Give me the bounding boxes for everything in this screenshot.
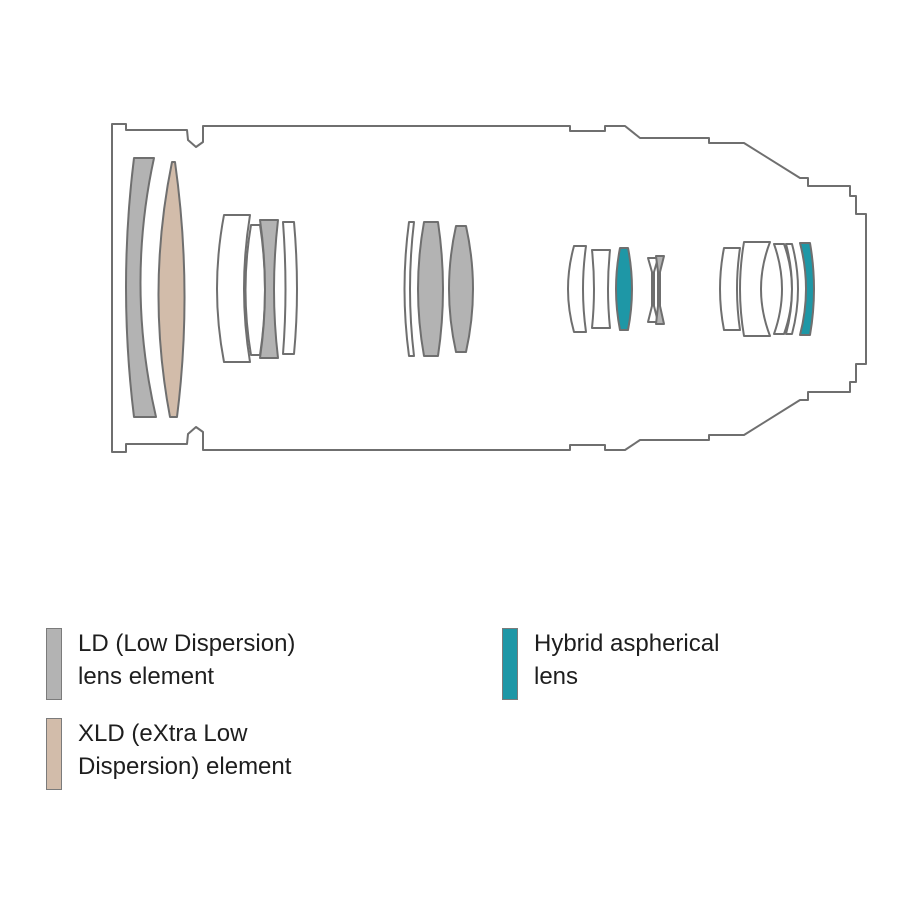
xld-lens-element [157,161,186,418]
ld-lens-element-3b [448,225,474,353]
legend-label-hybrid: Hybrid aspherical lens [534,627,719,693]
lens-element-5a [719,247,741,331]
lens-element-3a [403,221,415,357]
ld-lens-element-front [125,157,157,418]
legend-label-hybrid-line2: lens [534,663,579,690]
lens-element-5b [739,241,771,337]
lens-element-5d [785,243,799,335]
lens-element-4b [591,249,611,329]
legend-label-hybrid-line1: Hybrid aspherical [534,630,720,657]
legend-item-ld: LD (Low Dispersion) lens element [46,628,295,700]
legend-label-xld-line1: XLD (eXtra Low [78,720,248,747]
legend-item-xld: XLD (eXtra Low Dispersion) element [46,718,291,790]
hybrid-aspherical-lens-element-2 [799,242,815,336]
legend-label-xld-line2: Dispersion) element [78,753,292,780]
hybrid-aspherical-lens-element-1 [615,247,633,331]
lens-element-2a [216,214,251,363]
legend-label-ld: LD (Low Dispersion) lens element [78,627,295,693]
hybrid-swatch [502,628,518,700]
legend-label-xld: XLD (eXtra Low Dispersion) element [78,717,291,783]
lens-element-4a [567,245,587,333]
legend-item-hybrid: Hybrid aspherical lens [502,628,719,700]
lens-barrel-outline [111,123,867,453]
ld-swatch [46,628,62,700]
ld-lens-element-4 [655,255,665,325]
xld-swatch [46,718,62,790]
lens-element-2c [282,221,298,355]
ld-lens-element-3a [417,221,444,357]
legend-label-ld-line1: LD (Low Dispersion) [78,630,296,657]
legend-label-ld-line2: lens element [78,663,215,690]
ld-lens-element-2 [259,219,279,359]
